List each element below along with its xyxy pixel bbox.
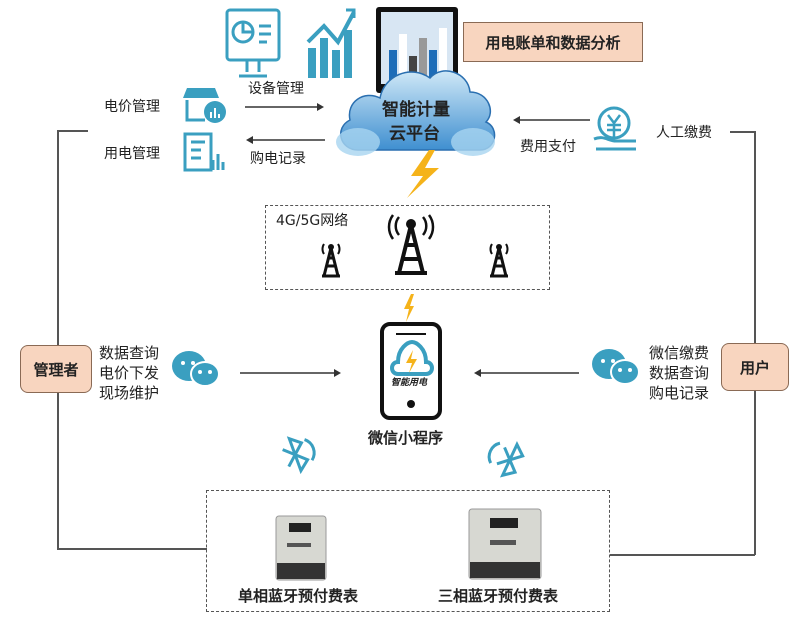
admin-connector xyxy=(57,130,88,132)
store-chart-icon xyxy=(183,88,226,123)
cloud-icon xyxy=(336,70,496,156)
lightning-bolt-icon xyxy=(407,150,439,198)
network-label: 4G/5G网络 xyxy=(276,213,349,229)
yuan-payment-icon xyxy=(593,106,636,151)
usage-mgmt-label: 用电管理 xyxy=(104,146,160,162)
single-phase-meter-image xyxy=(275,515,327,581)
cloud-title-line1: 智能计量 xyxy=(382,100,450,120)
cloud-title-line2: 云平台 xyxy=(389,124,440,144)
user-connector xyxy=(610,554,755,556)
user-label: 用户 xyxy=(739,358,770,377)
network-box xyxy=(265,205,550,290)
cell-tower-icon xyxy=(321,243,341,278)
three-phase-meter-label: 三相蓝牙预付费表 xyxy=(438,587,559,605)
user-function-1: 数据查询 xyxy=(649,364,710,382)
admin-connector xyxy=(57,548,207,550)
arrow-left xyxy=(513,116,590,124)
user-connector xyxy=(730,131,755,133)
price-mgmt-label: 电价管理 xyxy=(104,99,160,115)
manual-payment-label: 人工缴费 xyxy=(656,125,712,141)
report-icon xyxy=(183,132,225,172)
user-function-0: 微信缴费 xyxy=(649,344,710,362)
arrow-right xyxy=(240,369,341,377)
wechat-icon xyxy=(172,351,220,387)
analysis-label: 用电账单和数据分析 xyxy=(485,33,621,52)
admin-connector xyxy=(57,130,59,548)
single-phase-meter-label: 单相蓝牙预付费表 xyxy=(238,587,359,605)
admin-function-0: 数据查询 xyxy=(99,344,160,362)
bluetooth-icon xyxy=(487,440,525,478)
analysis-label-box: 用电账单和数据分析 xyxy=(463,22,643,62)
admin-label: 管理者 xyxy=(33,360,79,379)
app-label: 微信小程序 xyxy=(368,429,444,447)
device-mgmt-label: 设备管理 xyxy=(248,81,304,97)
wechat-icon xyxy=(592,349,640,385)
fee-payment-label: 费用支付 xyxy=(520,139,576,155)
monitor-chart-icon xyxy=(225,8,281,78)
meters-box xyxy=(206,490,610,612)
growth-chart-icon xyxy=(306,8,356,78)
user-function-2: 购电记录 xyxy=(649,384,710,402)
cell-tower-main-icon xyxy=(387,214,435,275)
admin-function-2: 现场维护 xyxy=(99,384,160,402)
admin-function-1: 电价下发 xyxy=(99,364,160,382)
cell-tower-icon xyxy=(489,243,509,278)
arrow-right xyxy=(245,103,324,111)
purchase-records-label: 购电记录 xyxy=(250,151,306,167)
user-box: 用户 xyxy=(721,343,789,391)
lightning-bolt-small-icon xyxy=(404,294,414,322)
arrow-left xyxy=(246,136,325,144)
admin-box: 管理者 xyxy=(20,345,92,393)
three-phase-meter-image xyxy=(468,508,542,580)
smartphone-icon xyxy=(380,322,442,420)
bluetooth-icon xyxy=(282,436,316,475)
app-screen-text: 智能用电 xyxy=(391,378,428,388)
arrow-left xyxy=(474,369,579,377)
